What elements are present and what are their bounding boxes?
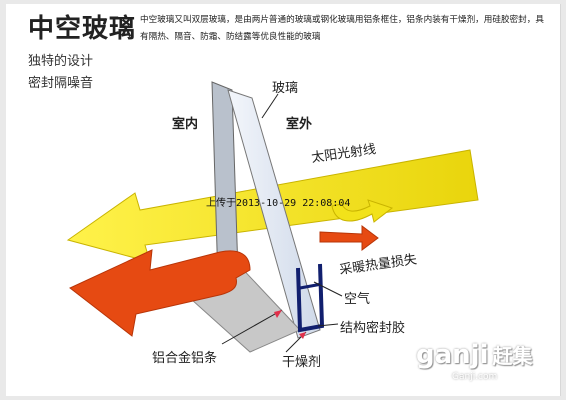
heat-loss-arrow	[69, 249, 251, 337]
page-title: 中空玻璃	[28, 14, 137, 44]
upload-timestamp: 上传于2013-10-29 22:08:04	[206, 198, 351, 209]
subtitle-design: 独特的设计	[28, 54, 94, 69]
label-sunlight: 太阳光射线	[310, 141, 377, 166]
spacer-frame	[296, 263, 325, 333]
description-text: 中空玻璃又叫双层玻璃，是由两片普通的玻璃或钢化玻璃用铝条框住，铝条内装有干燥剂，…	[140, 15, 544, 42]
label-air: 空气	[344, 291, 370, 307]
label-heat-loss: 采暖热量损失	[338, 252, 417, 278]
ganji-logo-text: ganji	[416, 340, 489, 370]
leader-air	[313, 281, 343, 297]
subtitle-sound: 密封隔噪音	[28, 76, 94, 91]
heat-loss-small-arrow	[319, 225, 379, 251]
leader-aluminum-head	[274, 310, 282, 318]
leader-aluminum	[221, 309, 283, 345]
site-watermark: Ganji.com	[452, 372, 498, 382]
leader-desiccant-head	[299, 332, 306, 339]
label-desiccant: 干燥剂	[282, 355, 321, 370]
label-outdoor: 室外	[286, 116, 312, 132]
leader-glass	[261, 93, 279, 119]
label-indoor: 室内	[172, 116, 198, 132]
reflected-sun-arrow	[331, 199, 394, 223]
label-aluminum-strip: 铝合金铝条	[152, 350, 217, 366]
leader-sealant	[317, 323, 339, 327]
label-sealant: 结构密封胶	[340, 320, 405, 336]
ganji-logo-cn: 赶集	[492, 344, 533, 368]
label-glass: 玻璃	[272, 81, 298, 96]
